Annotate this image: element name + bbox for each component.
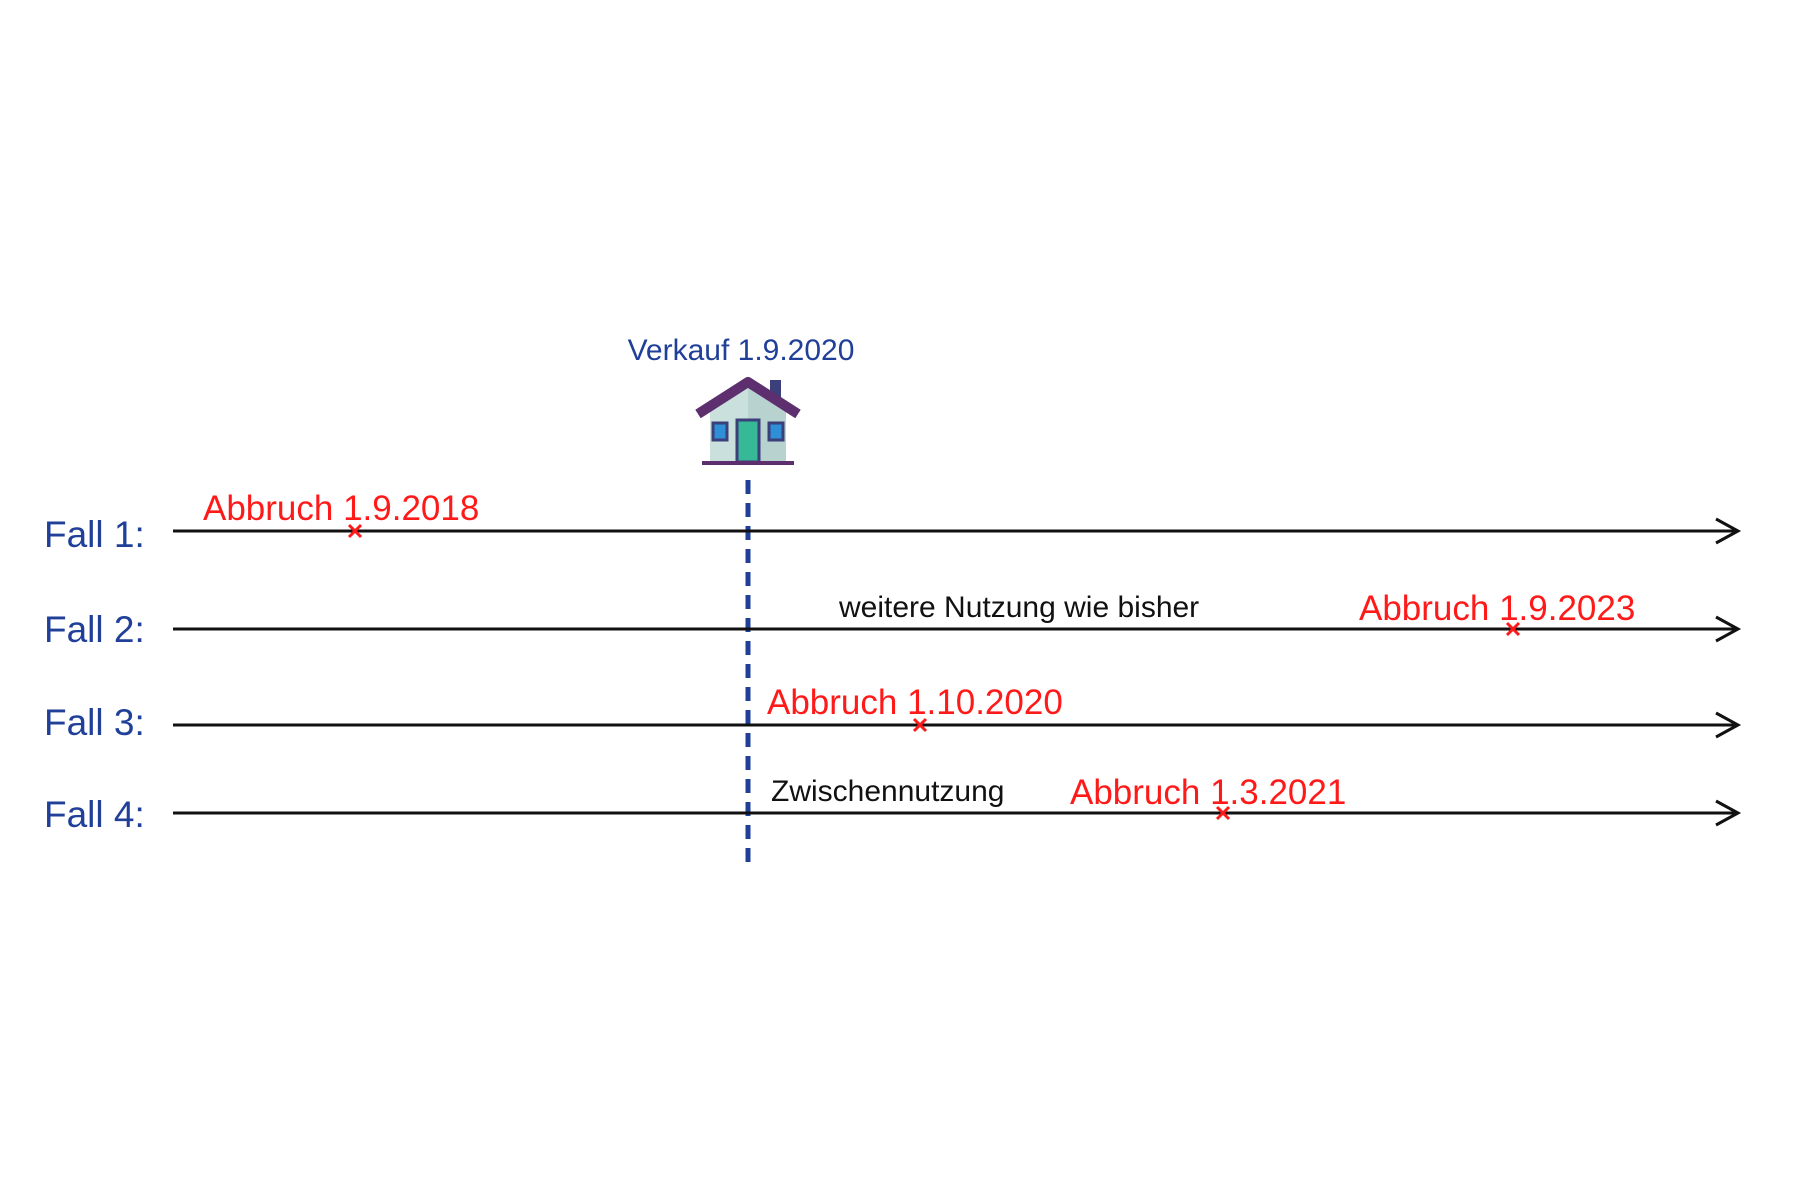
case-4: Fall 4: Zwischennutzung Abbruch 1.3.2021 — [44, 773, 1742, 835]
usage-note: weitere Nutzung wie bisher — [838, 591, 1199, 624]
usage-note: Zwischennutzung — [771, 775, 1004, 808]
demolition-marker — [1215, 805, 1231, 821]
case-label: Fall 1: — [44, 514, 145, 555]
house-icon — [695, 377, 801, 465]
case-2: Fall 2: weitere Nutzung wie bisher Abbru… — [44, 589, 1742, 650]
case-label: Fall 3: — [44, 702, 145, 743]
sale-label: Verkauf 1.9.2020 — [628, 334, 855, 367]
case-1: Fall 1: Abbruch 1.9.2018 — [44, 489, 1742, 555]
case-3: Fall 3: Abbruch 1.10.2020 — [44, 683, 1742, 743]
case-label: Fall 2: — [44, 609, 145, 650]
case-label: Fall 4: — [44, 794, 145, 835]
demolition-marker — [1505, 621, 1521, 637]
demolition-marker — [347, 523, 363, 539]
demolition-label: Abbruch 1.10.2020 — [767, 683, 1063, 722]
demolition-marker — [912, 717, 928, 733]
demolition-label: Abbruch 1.9.2023 — [1359, 589, 1635, 628]
demolition-label: Abbruch 1.3.2021 — [1070, 773, 1346, 812]
demolition-label: Abbruch 1.9.2018 — [203, 489, 479, 528]
